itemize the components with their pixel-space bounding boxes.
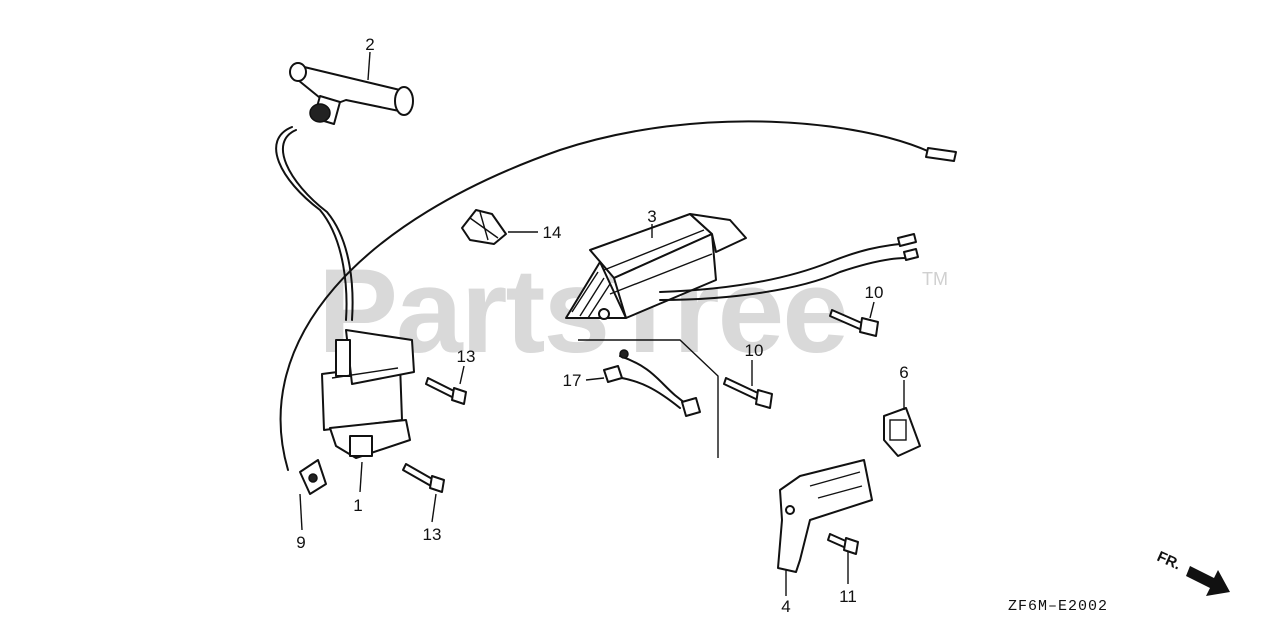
callout-1[interactable]: 1 — [353, 496, 362, 515]
coil-lead-wire-b — [659, 257, 907, 301]
callout-2[interactable]: 2 — [365, 35, 374, 54]
front-direction-indicator: FR. — [1154, 548, 1230, 596]
callout-13-upper[interactable]: 13 — [457, 347, 476, 366]
diagram-code: ZF6M–E2002 — [1008, 598, 1108, 615]
bolt-13-lower[interactable] — [402, 463, 445, 493]
bolt-10-upper[interactable] — [829, 309, 879, 337]
ignition-coil[interactable] — [321, 329, 415, 459]
front-arrow-icon — [1186, 566, 1230, 596]
callout-6[interactable]: 6 — [899, 363, 908, 382]
ground-wire-terminal — [925, 147, 957, 162]
callout-9[interactable]: 9 — [296, 533, 305, 552]
coil-lead-terminal-b — [903, 248, 919, 261]
high-tension-cord — [275, 126, 348, 321]
leader-13-upper — [459, 365, 465, 385]
callout-10-lower[interactable]: 10 — [745, 341, 764, 360]
bolt-13-upper[interactable] — [425, 377, 467, 405]
leader-9 — [299, 493, 303, 531]
callout-14[interactable]: 14 — [543, 223, 562, 242]
callout-10-upper[interactable]: 10 — [865, 283, 884, 302]
coil-assembly[interactable] — [565, 213, 747, 320]
high-tension-cord-edge — [281, 129, 354, 321]
leader-10-upper — [869, 301, 875, 319]
ground-terminal-clip[interactable] — [299, 459, 327, 495]
coil-lead-wire-a — [659, 243, 901, 293]
grommet[interactable] — [883, 407, 921, 457]
bolt-10-lower[interactable] — [723, 377, 773, 409]
callout-13-lower[interactable]: 13 — [423, 525, 442, 544]
callout-4[interactable]: 4 — [781, 597, 790, 616]
callout-17[interactable]: 17 — [563, 371, 582, 390]
watermark-trademark: TM — [922, 269, 948, 289]
coil-lead-terminal-a — [897, 233, 917, 247]
ground-wire — [279, 120, 931, 471]
sub-harness[interactable] — [603, 349, 701, 417]
wire-clamp[interactable] — [461, 209, 507, 245]
leader-17 — [585, 377, 605, 381]
group-bracket — [578, 339, 719, 458]
spark-plug-cap[interactable] — [289, 62, 414, 125]
callout-3[interactable]: 3 — [647, 207, 656, 226]
leader-2 — [367, 51, 371, 81]
bolt-11[interactable] — [827, 533, 859, 555]
callout-11[interactable]: 11 — [839, 587, 857, 606]
leader-1 — [359, 461, 363, 493]
leader-13-lower — [431, 493, 437, 523]
front-label: FR. — [1154, 548, 1183, 573]
mounting-bracket[interactable] — [777, 459, 873, 573]
